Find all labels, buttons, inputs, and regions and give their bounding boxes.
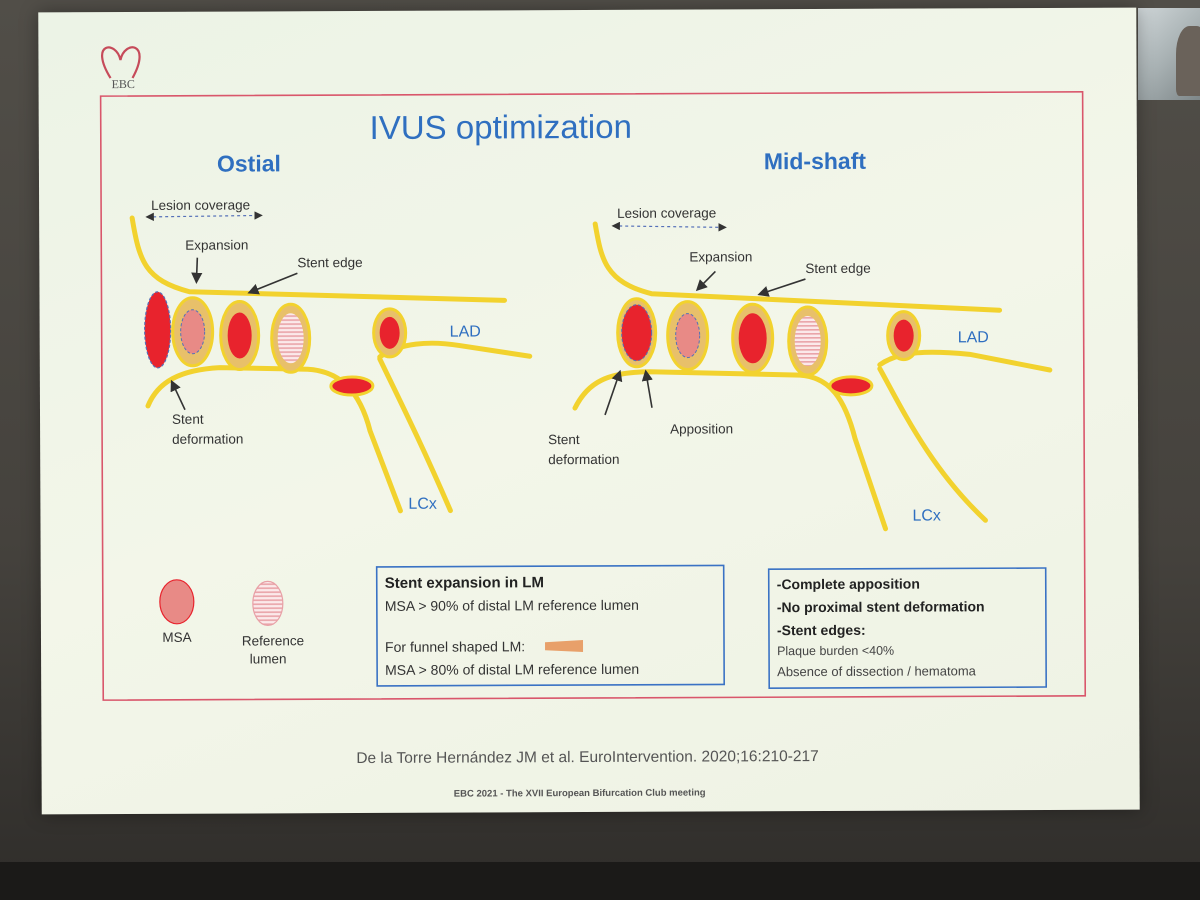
reference-legend-label-2: lumen <box>250 651 287 666</box>
midshaft-stent-label: Stent <box>548 432 580 447</box>
midshaft-lesion-coverage-label: Lesion coverage <box>617 205 716 220</box>
midshaft-apposition-label: Apposition <box>670 421 733 436</box>
logo-text: EBC <box>112 77 135 91</box>
lm-box-line1: MSA > 90% of distal LM reference lumen <box>385 597 639 614</box>
ostial-heading: Ostial <box>217 150 281 176</box>
webcam-thumbnail <box>1138 8 1200 100</box>
stent-expansion-box: Stent expansion in LM MSA > 90% of dista… <box>375 564 725 687</box>
slide-footer: EBC 2021 - The XVII European Bifurcation… <box>454 787 706 799</box>
citation: De la Torre Hernández JM et al. EuroInte… <box>356 748 818 767</box>
midshaft-lad-label: LAD <box>958 329 989 346</box>
presentation-slide: EBC IVUS optimization Ostial Mid-shaft <box>38 7 1140 815</box>
ostial-diagram <box>129 211 533 514</box>
midshaft-lcx-label: LCx <box>912 507 941 524</box>
criteria-line5: Absence of dissection / hematoma <box>777 663 977 679</box>
midshaft-stent-edge-label: Stent edge <box>805 261 870 276</box>
ostial-expansion-label: Expansion <box>185 237 248 252</box>
midshaft-heading: Mid-shaft <box>764 148 867 174</box>
ostial-stent-edge-label: Stent edge <box>297 255 362 270</box>
msa-legend-swatch <box>159 579 195 625</box>
midshaft-diagram <box>572 221 1053 532</box>
screen-bottom-bar <box>0 862 1200 900</box>
msa-legend-label: MSA <box>162 630 191 645</box>
ostial-lesion-coverage-label: Lesion coverage <box>151 197 250 212</box>
lm-box-line3: MSA > 80% of distal LM reference lumen <box>385 661 639 678</box>
criteria-box: -Complete apposition -No proximal stent … <box>767 567 1048 690</box>
criteria-line1: -Complete apposition <box>777 576 920 593</box>
midshaft-deformation-label: deformation <box>548 452 619 467</box>
ostial-stent-label: Stent <box>172 412 204 427</box>
criteria-line3: -Stent edges: <box>777 622 866 638</box>
midshaft-expansion-label: Expansion <box>689 249 752 264</box>
ebc-logo: EBC <box>101 46 141 91</box>
legend: MSA Reference lumen <box>159 579 304 666</box>
ostial-lad-label: LAD <box>450 323 481 340</box>
criteria-line2: -No proximal stent deformation <box>777 598 985 615</box>
ostial-deformation-label: deformation <box>172 432 243 447</box>
lm-box-title: Stent expansion in LM <box>385 574 544 592</box>
ostial-lcx-label: LCx <box>408 496 437 513</box>
reference-legend-swatch <box>252 580 284 627</box>
content-frame <box>99 91 1087 701</box>
funnel-icon <box>545 640 584 653</box>
criteria-line4: Plaque burden <40% <box>777 644 894 659</box>
lm-box-line2: For funnel shaped LM: <box>385 638 525 655</box>
reference-legend-label-1: Reference <box>242 633 304 648</box>
slide-title: IVUS optimization <box>370 108 632 146</box>
